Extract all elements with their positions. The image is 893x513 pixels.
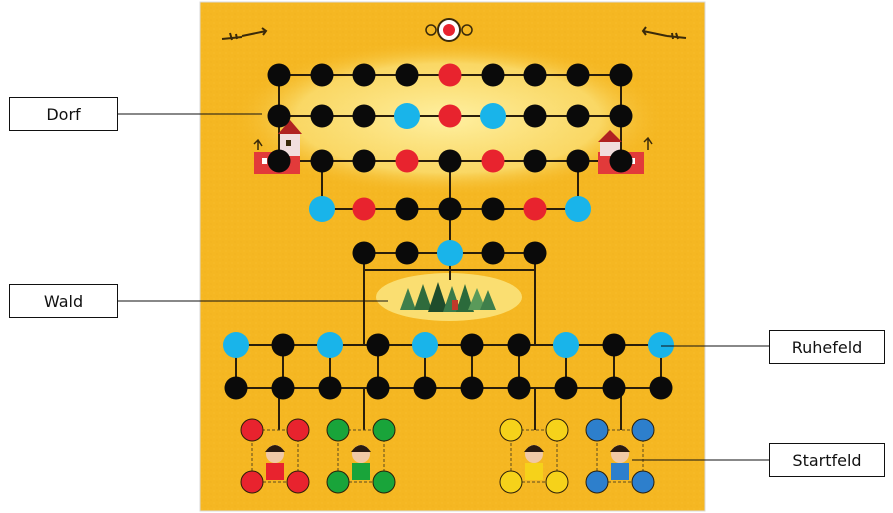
- board-field-black[interactable]: [610, 64, 633, 87]
- board-field-red[interactable]: [439, 105, 462, 128]
- board-field-black[interactable]: [268, 64, 291, 87]
- board-field-black[interactable]: [396, 198, 419, 221]
- board-field-black[interactable]: [567, 105, 590, 128]
- start-field-blue[interactable]: [586, 419, 608, 441]
- start-field-yellow[interactable]: [546, 419, 568, 441]
- board-field-black[interactable]: [461, 334, 484, 357]
- board-field-black[interactable]: [311, 150, 334, 173]
- start-field-green[interactable]: [373, 471, 395, 493]
- start-field-blue[interactable]: [632, 419, 654, 441]
- label-forest: Wald: [9, 284, 118, 318]
- label-village: Dorf: [9, 97, 118, 131]
- rest-field[interactable]: [309, 196, 335, 222]
- board-field-black[interactable]: [353, 242, 376, 265]
- board-field-red[interactable]: [524, 198, 547, 221]
- start-field-red[interactable]: [287, 471, 309, 493]
- label-rest-field: Ruhefeld: [769, 330, 885, 364]
- rest-field[interactable]: [412, 332, 438, 358]
- board-field-red[interactable]: [439, 64, 462, 87]
- board-field-black[interactable]: [610, 105, 633, 128]
- board-field-black[interactable]: [414, 377, 437, 400]
- board-field-black[interactable]: [225, 377, 248, 400]
- board-field-black[interactable]: [508, 377, 531, 400]
- board-field-black[interactable]: [524, 242, 547, 265]
- board-field-black[interactable]: [367, 334, 390, 357]
- start-field-yellow[interactable]: [500, 419, 522, 441]
- board-field-black[interactable]: [319, 377, 342, 400]
- label-start-field: Startfeld: [769, 443, 885, 477]
- board-field-black[interactable]: [353, 105, 376, 128]
- board-field-black[interactable]: [268, 105, 291, 128]
- board-field-black[interactable]: [311, 64, 334, 87]
- board-field-black[interactable]: [482, 198, 505, 221]
- rest-field[interactable]: [223, 332, 249, 358]
- board-field-black[interactable]: [603, 377, 626, 400]
- start-field-yellow[interactable]: [500, 471, 522, 493]
- board-field-red[interactable]: [353, 198, 376, 221]
- board-field-black[interactable]: [610, 150, 633, 173]
- board-field-black[interactable]: [482, 242, 505, 265]
- board-field-black[interactable]: [439, 198, 462, 221]
- start-field-red[interactable]: [287, 419, 309, 441]
- start-field-green[interactable]: [327, 471, 349, 493]
- board-field-black[interactable]: [524, 64, 547, 87]
- rest-field[interactable]: [437, 240, 463, 266]
- board-field-black[interactable]: [567, 150, 590, 173]
- board-field-black[interactable]: [396, 242, 419, 265]
- board-field-black[interactable]: [353, 64, 376, 87]
- board-field-black[interactable]: [311, 105, 334, 128]
- start-field-red[interactable]: [241, 471, 263, 493]
- board-field-black[interactable]: [353, 150, 376, 173]
- start-field-red[interactable]: [241, 419, 263, 441]
- board-field-black[interactable]: [461, 377, 484, 400]
- start-field-blue[interactable]: [586, 471, 608, 493]
- board-field-black[interactable]: [603, 334, 626, 357]
- rest-field[interactable]: [394, 103, 420, 129]
- rest-field[interactable]: [553, 332, 579, 358]
- start-field-blue[interactable]: [632, 471, 654, 493]
- rest-field[interactable]: [317, 332, 343, 358]
- board-field-black[interactable]: [650, 377, 673, 400]
- board-field-black[interactable]: [508, 334, 531, 357]
- board-field-black[interactable]: [439, 150, 462, 173]
- board-field-black[interactable]: [268, 150, 291, 173]
- board-field-black[interactable]: [272, 334, 295, 357]
- rest-field[interactable]: [480, 103, 506, 129]
- board-field-black[interactable]: [524, 105, 547, 128]
- board-field-black[interactable]: [524, 150, 547, 173]
- start-field-green[interactable]: [373, 419, 395, 441]
- start-field-green[interactable]: [327, 419, 349, 441]
- board-field-black[interactable]: [555, 377, 578, 400]
- rest-field[interactable]: [648, 332, 674, 358]
- board-field-black[interactable]: [396, 64, 419, 87]
- start-field-yellow[interactable]: [546, 471, 568, 493]
- board-field-black[interactable]: [367, 377, 390, 400]
- board-field-black[interactable]: [272, 377, 295, 400]
- board-field-red[interactable]: [482, 150, 505, 173]
- board-field-black[interactable]: [567, 64, 590, 87]
- rest-field[interactable]: [565, 196, 591, 222]
- board-field-black[interactable]: [482, 64, 505, 87]
- board-field-red[interactable]: [396, 150, 419, 173]
